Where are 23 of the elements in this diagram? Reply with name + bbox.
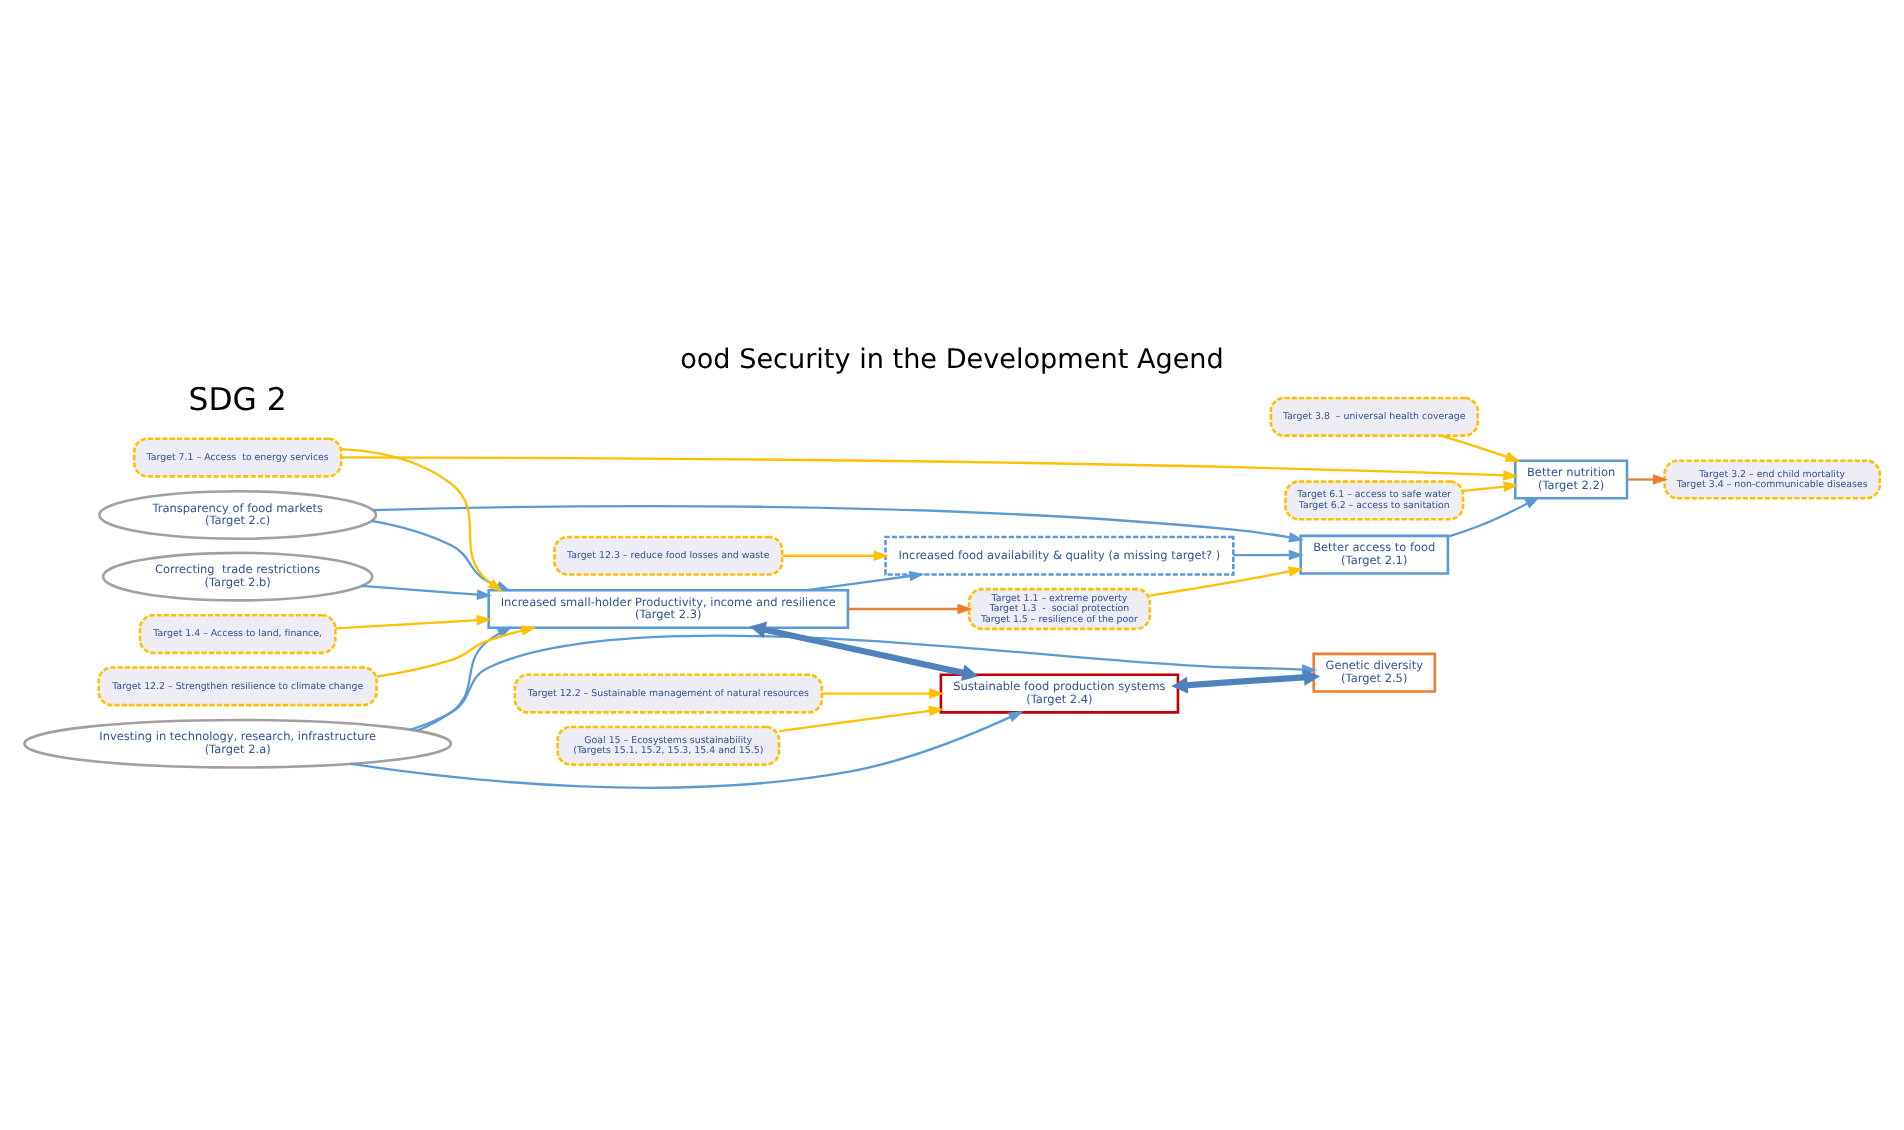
arrow <box>749 621 979 682</box>
arrow <box>1440 434 1521 462</box>
arrow <box>376 625 537 678</box>
arrow <box>806 570 925 592</box>
arrow <box>1149 566 1304 597</box>
arrow <box>1233 549 1304 561</box>
arrow <box>341 456 1519 481</box>
arrow <box>1627 474 1668 485</box>
arrow <box>822 688 945 699</box>
diagram-title: ood Security in the Development Agend <box>680 344 1224 377</box>
arrow <box>361 584 493 600</box>
arrow <box>350 711 1024 789</box>
arrow <box>1447 496 1541 538</box>
arrow <box>1171 668 1321 694</box>
arrow <box>848 603 973 615</box>
arrow <box>373 505 1304 543</box>
arrow <box>416 626 513 732</box>
label: SDG 2 <box>188 380 287 419</box>
arrow <box>782 550 889 562</box>
arrow <box>1463 481 1519 493</box>
arrow <box>341 447 504 592</box>
arrow <box>779 705 944 733</box>
arrow <box>335 614 492 630</box>
